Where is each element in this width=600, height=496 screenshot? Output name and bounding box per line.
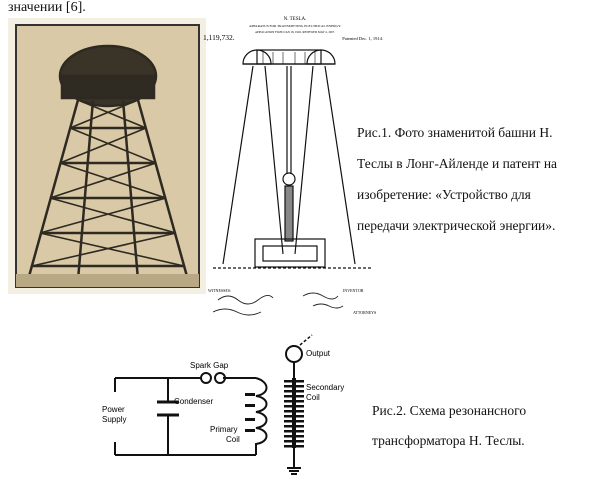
label-secondary: Secondary [306,383,344,392]
caption-line: трансформатора Н. Теслы. [372,433,525,448]
label-power: Power [102,405,125,414]
coil-turn [284,415,304,418]
caption-line: Рис.1. Фото знаменитой башни Н. [357,125,553,140]
patent-inventor: N. TESLA. [284,17,307,22]
coil-turn [284,410,304,413]
coil-turn [284,440,304,443]
label-spark-gap: Spark Gap [190,361,229,370]
coil-turn [284,435,304,438]
label-primary: Primary [210,425,238,434]
patent-witnesses: WITNESSES: [208,288,231,293]
patent-inventor-label: INVENTOR [343,288,364,293]
top-text: значении [6]. [8,0,90,15]
figure2-caption: Рис.2. Схема резонансного трансформатора… [372,396,597,456]
coil-turn [284,400,304,403]
secondary-coil [284,378,304,448]
caption-line: Теслы в Лонг-Айленде и патент на [357,156,558,171]
coil-turn [284,405,304,408]
coil-turn [284,385,304,388]
figure1-caption: Рис.1. Фото знаменитой башни Н. Теслы в … [357,117,592,241]
coil-turn [284,390,304,393]
coil-turn [284,420,304,423]
patent-date: Patented Dec. 1, 1914. [342,36,383,42]
label-supply: Supply [102,415,126,424]
patent-drawing: N. TESLA. APPARATUS FOR TRANSMITTING ELE… [203,17,383,316]
patent-attorneys: ATTORNEYS [353,310,376,315]
coil-turn [284,445,304,448]
label-primary-coil: Coil [226,435,240,444]
label-secondary-coil: Coil [306,393,320,402]
coil-turn [284,430,304,433]
caption-line: передачи электрической энергии». [357,218,556,233]
resonant-transformer-circuit: Spark Gap Output Secondary Coil Condense… [102,334,344,475]
patent-title: APPARATUS FOR TRANSMITTING ELECTRICAL EN… [249,24,341,28]
label-output: Output [306,349,331,358]
coil-turn [284,395,304,398]
caption-line: Рис.2. Схема резонансного [372,403,527,418]
coil-core [292,378,296,448]
caption-line: изобретение: «Устройство для [357,187,531,202]
tesla-tower-photo [8,18,206,294]
signatures [212,292,344,316]
coil-turn [284,380,304,383]
patent-application: APPLICATION FILED JAN 18, 1902. RENEWED … [255,30,335,35]
coil-turn [284,425,304,428]
label-condenser: Condenser [174,397,213,406]
patent-number: 1,119,732. [203,33,235,42]
